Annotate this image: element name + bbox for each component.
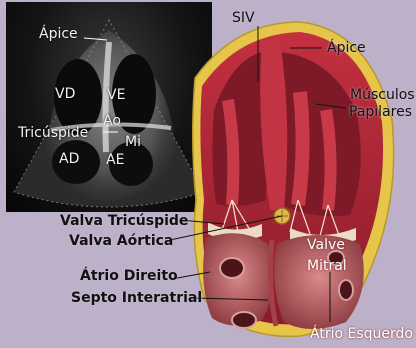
label-aortic-valve: Valva Aórtica [69, 234, 173, 248]
label-right-atrium: Átrio Direito [80, 269, 178, 283]
label-papilares: Papilares [349, 105, 412, 119]
label-tricuspid-valve: Valva Tricúspide [60, 214, 188, 228]
label-musculos: Músculos [350, 88, 415, 102]
vena-cava-opening [220, 258, 244, 278]
label-valve: Valve [307, 238, 345, 252]
label-mitral: Mitral [307, 259, 347, 273]
label-apex: Ápice [327, 41, 366, 55]
label-interventricular-septum: SIV [232, 11, 255, 25]
right-atrium [203, 233, 273, 325]
label-interatrial-septum: Septo Interatrial [71, 291, 202, 305]
label-left-atrium: Átrio Esquerdo [310, 327, 413, 341]
